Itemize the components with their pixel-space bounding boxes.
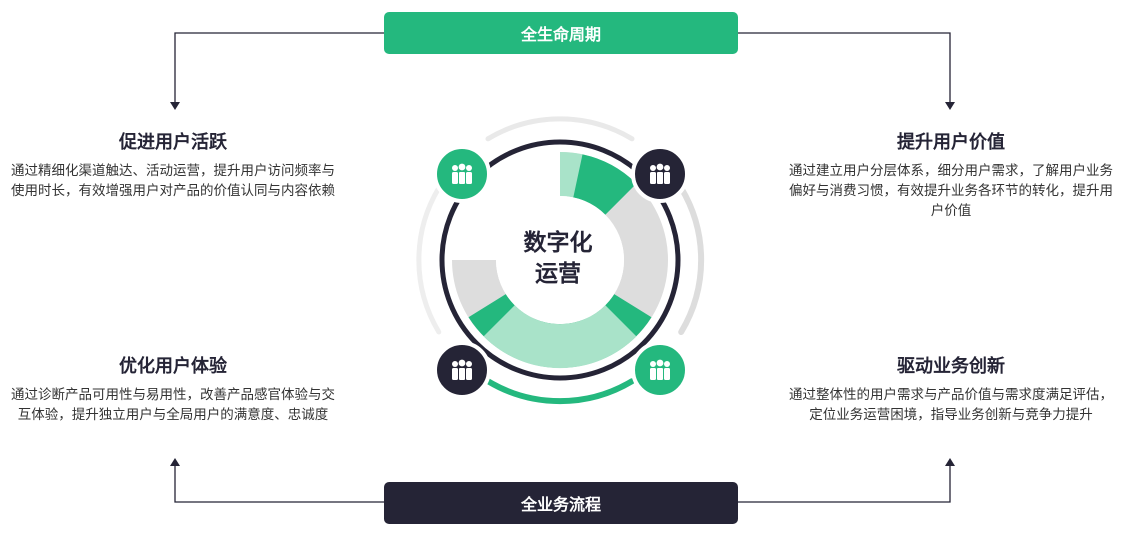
users-icon <box>631 145 689 203</box>
card-description: 通过诊断产品可用性与易用性，改善产品感官体验与交互体验，提升独立用户与全局用户的… <box>11 387 335 423</box>
business-process-banner: 全业务流程 <box>384 482 738 524</box>
center-title: 数字化 运营 <box>508 228 608 290</box>
users-icon <box>433 145 491 203</box>
card-promote-activity: 促进用户活跃 通过精细化渠道触达、活动运营，提升用户访问频率与使用时长，有效增强… <box>8 128 338 201</box>
center-title-line2: 运营 <box>535 261 581 287</box>
card-increase-value: 提升用户价值 通过建立用户分层体系，细分用户需求，了解用户业务偏好与消费习惯，有… <box>786 128 1116 221</box>
lifecycle-banner: 全生命周期 <box>384 12 738 54</box>
card-description: 通过精细化渠道触达、活动运营，提升用户访问频率与使用时长，有效增强用户对产品的价… <box>11 163 335 199</box>
digital-operations-ring <box>416 116 705 405</box>
center-title-line1: 数字化 <box>523 230 593 256</box>
card-description: 通过建立用户分层体系，细分用户需求，了解用户业务偏好与消费习惯，有效提升业务各环… <box>789 163 1113 219</box>
users-icon <box>433 341 491 399</box>
card-title: 促进用户活跃 <box>119 132 227 153</box>
card-description: 通过整体性的用户需求与产品价值与需求度满足评估，定位业务运营困境，指导业务创新与… <box>789 387 1113 423</box>
card-title: 提升用户价值 <box>897 132 1005 153</box>
card-drive-innovation: 驱动业务创新 通过整体性的用户需求与产品价值与需求度满足评估，定位业务运营困境，… <box>786 352 1116 425</box>
card-optimize-experience: 优化用户体验 通过诊断产品可用性与易用性，改善产品感官体验与交互体验，提升独立用… <box>8 352 338 425</box>
card-title: 驱动业务创新 <box>897 356 1005 377</box>
card-title: 优化用户体验 <box>119 356 227 377</box>
users-icon <box>631 341 689 399</box>
